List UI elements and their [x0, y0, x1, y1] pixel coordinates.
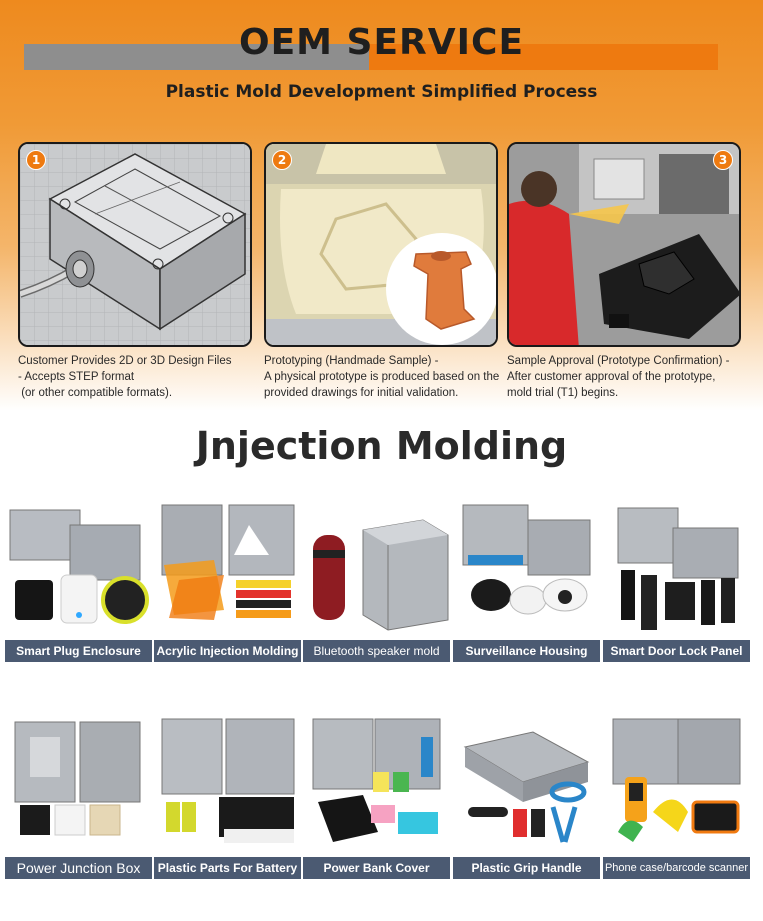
door-lock-image [603, 500, 750, 640]
step-1-image: 1 [18, 142, 252, 347]
battery-parts-label: Plastic Parts For Battery [154, 857, 301, 879]
step-1-description: Customer Provides 2D or 3D Design Files … [18, 353, 252, 401]
grip-handle-label: Plastic Grip Handle [453, 857, 600, 879]
product-phone-case-barcode-scanner[interactable]: Phone case/barcode scanner [603, 717, 750, 879]
product-surveillance-housing[interactable]: Surveillance Housing [453, 500, 600, 662]
power-bank-label: Power Bank Cover [303, 857, 450, 879]
step-3-line-1: Sample Approval (Prototype Confirmation)… [507, 355, 730, 367]
step-3-image: 3 [507, 142, 741, 347]
step-2-line-1: Prototyping (Handmade Sample) - [264, 355, 439, 367]
surveillance-label: Surveillance Housing [453, 640, 600, 662]
product-plastic-grip-handle[interactable]: Plastic Grip Handle [453, 717, 600, 879]
step-2-description: Prototyping (Handmade Sample) - A physic… [264, 353, 500, 401]
grip-handle-image [453, 717, 600, 857]
speaker-label: Bluetooth speaker mold [303, 640, 450, 662]
cad-enclosure-illustration [20, 144, 250, 345]
door-lock-label: Smart Door Lock Panel [603, 640, 750, 662]
product-power-junction-box[interactable]: Power Junction Box [5, 717, 152, 879]
step-3-badge: 3 [713, 150, 733, 170]
step-1-line-2: - Accepts STEP format [18, 371, 135, 383]
product-acrylic-injection-molding[interactable]: Acrylic Injection Molding [154, 500, 301, 662]
title-bar-orange [369, 44, 718, 70]
battery-parts-image [154, 717, 301, 857]
smart-plug-label: Smart Plug Enclosure [5, 640, 152, 662]
power-bank-image [303, 717, 450, 857]
acrylic-image [154, 500, 301, 640]
step-3-line-2: After customer approval of the prototype… [507, 371, 716, 383]
product-power-bank-cover[interactable]: Power Bank Cover [303, 717, 450, 879]
phone-case-image [603, 717, 750, 857]
injection-title: Jnjection Molding [195, 424, 568, 468]
step-1-line-3: (or other compatible formats). [18, 387, 173, 399]
step-2-line-2: A physical prototype is produced based o… [264, 371, 500, 383]
speaker-image [303, 500, 450, 640]
smart-plug-image [5, 500, 152, 640]
product-smart-door-lock-panel[interactable]: Smart Door Lock Panel [603, 500, 750, 662]
prototype-illustration [266, 144, 496, 345]
step-3-description: Sample Approval (Prototype Confirmation)… [507, 353, 741, 401]
product-bluetooth-speaker-mold[interactable]: Bluetooth speaker mold [303, 500, 450, 662]
machining-illustration [509, 144, 739, 345]
process-step-2: 2 Prototyping (Handmade Sample) - A phys… [264, 142, 500, 401]
oem-title: OEM SERVICE [238, 22, 525, 63]
step-3-line-3: mold trial (T1) begins. [507, 387, 619, 399]
phone-case-label: Phone case/barcode scanner [603, 857, 750, 879]
process-step-3: 3 Sample Approval (Prototype Confirmatio… [507, 142, 741, 401]
junction-box-image [5, 717, 152, 857]
step-2-badge: 2 [272, 150, 292, 170]
step-1-badge: 1 [26, 150, 46, 170]
junction-box-label: Power Junction Box [5, 857, 152, 879]
step-2-line-3: provided drawings for initial validation… [264, 387, 459, 399]
process-step-1: 1 Customer Provides 2D or 3D Design File… [18, 142, 252, 401]
oem-subtitle: Plastic Mold Development Simplified Proc… [165, 82, 598, 102]
title-bar-gray [24, 44, 369, 70]
step-1-line-1: Customer Provides 2D or 3D Design Files [18, 355, 232, 367]
surveillance-image [453, 500, 600, 640]
acrylic-label: Acrylic Injection Molding [154, 640, 301, 662]
product-smart-plug-enclosure[interactable]: Smart Plug Enclosure [5, 500, 152, 662]
step-2-image: 2 [264, 142, 498, 347]
oem-service-banner: OEM SERVICE Plastic Mold Development Sim… [0, 0, 763, 411]
product-plastic-parts-for-battery[interactable]: Plastic Parts For Battery [154, 717, 301, 879]
